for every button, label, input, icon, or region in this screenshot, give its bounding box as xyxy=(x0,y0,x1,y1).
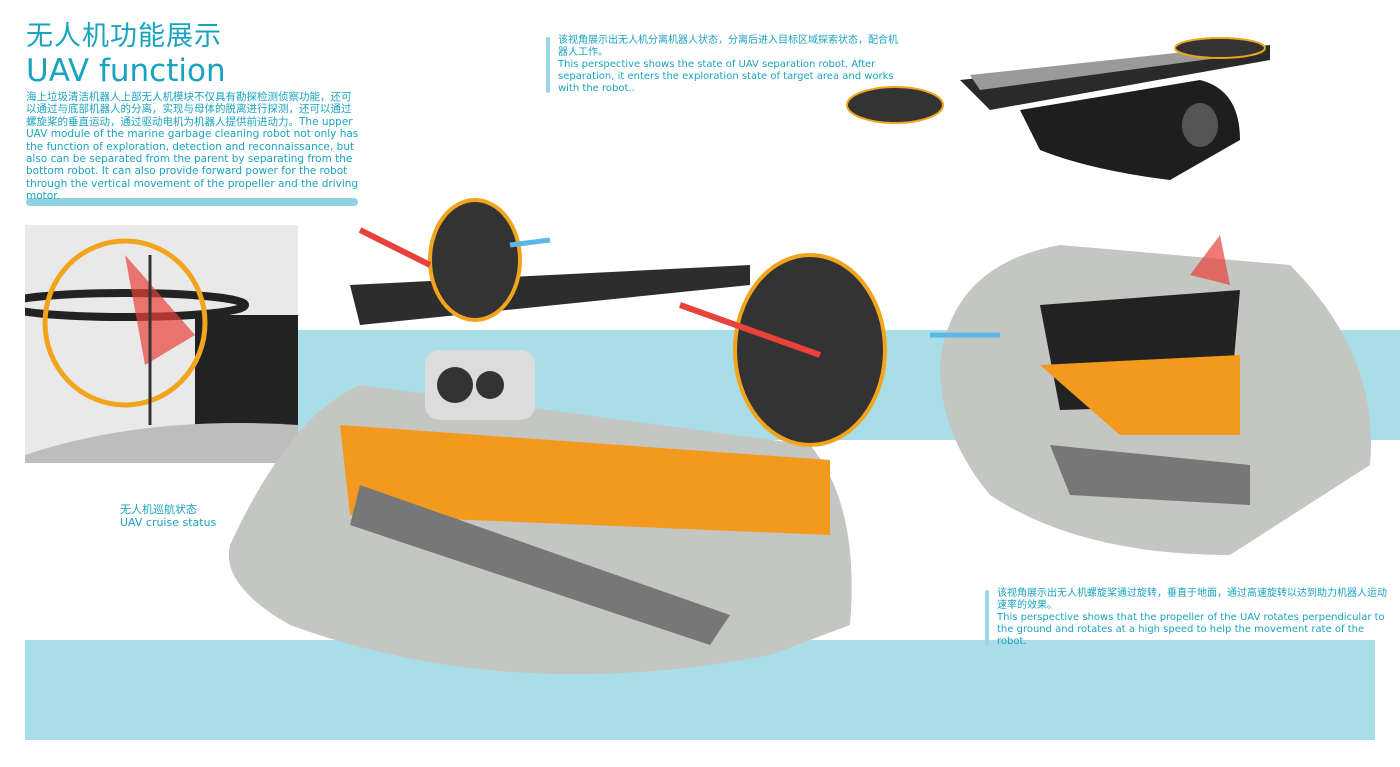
page-title-cn: 无人机功能展示 xyxy=(26,21,222,52)
propeller-note-cn: 该视角展示出无人机螺旋桨通过旋转，垂直于地面，通过高速旋转以达到助力机器人运动速… xyxy=(997,588,1387,611)
function-description: 海上垃圾清洁机器人上部无人机模块不仅具有勘探检测侦察功能，还可以通过与底部机器人… xyxy=(26,91,359,203)
propeller-detail-illustration xyxy=(25,238,298,463)
main-robot-illustration xyxy=(228,198,887,675)
cruise-caption: 无人机巡航状态 UAV cruise status xyxy=(120,503,216,529)
page-title-en: UAV function xyxy=(26,53,226,89)
cruise-caption-cn: 无人机巡航状态 xyxy=(120,503,197,516)
side-robot-illustration xyxy=(930,235,1371,555)
propeller-note: 该视角展示出无人机螺旋桨通过旋转，垂直于地面，通过高速旋转以达到助力机器人运动速… xyxy=(985,588,1387,648)
cruise-caption-en: UAV cruise status xyxy=(120,516,217,529)
separated-uav-illustration xyxy=(846,37,1270,180)
separation-note-cn: 该视角展示出无人机分离机器人状态，分离后进入目标区域探索状态，配合机器人工作。 xyxy=(558,35,898,58)
separation-note: 该视角展示出无人机分离机器人状态，分离后进入目标区域探索状态，配合机器人工作。 … xyxy=(546,35,903,95)
divider-bar xyxy=(26,198,358,206)
separation-note-en: This perspective shows the state of UAV … xyxy=(558,59,894,94)
propeller-note-en: This perspective shows that the propelle… xyxy=(997,612,1385,647)
propeller-detail-image xyxy=(25,225,298,463)
